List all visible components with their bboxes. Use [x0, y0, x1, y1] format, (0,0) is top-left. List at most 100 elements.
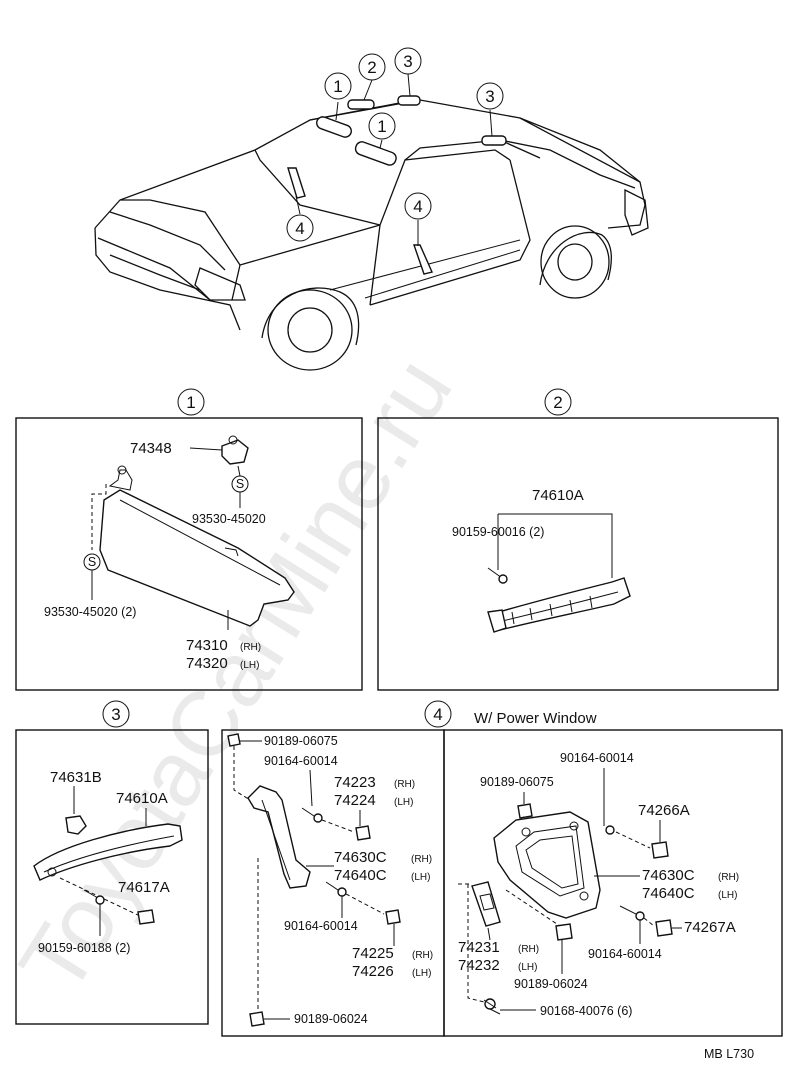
- switch-bezel-74231: [471, 881, 501, 927]
- group-3-box: [15, 729, 209, 1025]
- part-74232: 74232: [458, 957, 500, 974]
- cap-74617A: [137, 909, 155, 925]
- clip-74348: [221, 439, 249, 465]
- part-90159-60016: 90159-60016 (2): [452, 525, 544, 539]
- part-74610A-g3: 74610A: [116, 790, 168, 807]
- overview-callout-2: 2: [358, 53, 386, 81]
- cap-74267A: [655, 919, 673, 937]
- assist-grip-74610A: [490, 577, 631, 631]
- part-90164-60014-l2: 90164-60014: [284, 919, 358, 933]
- part-90189-06024-l: 90189-06024: [294, 1012, 368, 1026]
- part-74226-side: (LH): [412, 968, 431, 979]
- group-2-assist-grip: 2 74610A 90159-60016 (2): [377, 388, 779, 691]
- diagram-code: MB L730: [704, 1047, 754, 1061]
- screw-icon: [337, 887, 347, 897]
- screw-icon: [635, 911, 645, 921]
- assist-grip-74610A-g3: [33, 823, 183, 881]
- group-4-callout: 4: [433, 705, 442, 724]
- group-2-box: [377, 417, 779, 691]
- part-74320: 74320: [186, 655, 228, 672]
- clip-74631B: [65, 815, 87, 835]
- car-illustration: [94, 73, 649, 371]
- group-1-callout: 1: [186, 393, 195, 412]
- overview-callout-3b: 3: [476, 82, 504, 110]
- part-74223: 74223: [334, 774, 376, 791]
- overview-callout-4a: 4: [286, 214, 314, 242]
- overview-callout-1b: 1: [368, 112, 396, 140]
- door-trim-74630C: [493, 811, 601, 919]
- screw-icon: [313, 813, 323, 823]
- part-74224: 74224: [334, 792, 376, 809]
- part-74232-side: (LH): [518, 962, 537, 973]
- screw-icon: [498, 574, 508, 584]
- callout-label: 4: [413, 197, 422, 216]
- group-4-header: W/ Power Window: [474, 710, 597, 727]
- group-2-callout: 2: [553, 393, 562, 412]
- group-4-trim: 4 W/ Power Window 90189-06075 90164-6001…: [221, 700, 783, 1037]
- part-74631B: 74631B: [50, 769, 102, 786]
- cap-74266A: [651, 841, 669, 859]
- part-74640C-l-side: (LH): [411, 872, 430, 883]
- sun-visor-74310: [99, 489, 295, 627]
- clip-90189-06024: [249, 1011, 265, 1027]
- part-74224-side: (LH): [394, 797, 413, 808]
- part-74226: 74226: [352, 963, 394, 980]
- overview-callout-4b: 4: [404, 192, 432, 220]
- part-74348: 74348: [130, 440, 172, 457]
- cap-74223: [355, 825, 371, 841]
- screw-symbol-label: S: [88, 555, 96, 569]
- group-3-assist-grip: 3 74631B 74610A 74617A 90159-60188 (2): [15, 700, 209, 1025]
- part-74610A: 74610A: [532, 487, 584, 504]
- clip-90189-06024-r: [555, 923, 573, 941]
- part-74231: 74231: [458, 939, 500, 956]
- part-90164-60014-r: 90164-60014: [560, 751, 634, 765]
- part-90189-06075-l: 90189-06075: [264, 734, 338, 748]
- part-74640C-l: 74640C: [334, 867, 387, 884]
- part-74223-side: (RH): [394, 779, 415, 790]
- part-74231-side: (RH): [518, 944, 539, 955]
- part-74310-side: (RH): [240, 642, 261, 653]
- part-74225: 74225: [352, 945, 394, 962]
- group-1-sunvisor: 1 74348 S 93530-45020 S 93530-45020 (2) …: [15, 388, 363, 691]
- pillar-garnish-74630C: [247, 785, 311, 889]
- part-90164-60014-r2: 90164-60014: [588, 947, 662, 961]
- part-74640C-r-side: (LH): [718, 890, 737, 901]
- callout-label: 3: [485, 87, 494, 106]
- part-90159-60188: 90159-60188 (2): [38, 941, 130, 955]
- part-74640C-r: 74640C: [642, 885, 695, 902]
- callout-label: 1: [377, 117, 386, 136]
- part-74630C-l: 74630C: [334, 849, 387, 866]
- screw-icon: [605, 825, 615, 835]
- callout-label: 1: [333, 77, 342, 96]
- part-74630C-l-side: (RH): [411, 854, 432, 865]
- screw-symbol-label: S: [236, 477, 244, 491]
- part-90168-40076: 90168-40076 (6): [540, 1004, 632, 1018]
- part-90189-06075-r: 90189-06075: [480, 775, 554, 789]
- screw-icon: [95, 895, 105, 905]
- clip-90189-06075-r: [517, 803, 533, 819]
- group-4-left-box: [221, 729, 445, 1037]
- part-74310: 74310: [186, 637, 228, 654]
- callout-label: 4: [295, 219, 304, 238]
- callout-label: 3: [403, 52, 412, 71]
- callout-label: 2: [367, 58, 376, 77]
- group-1-box: [15, 417, 363, 691]
- part-93530-45020: 93530-45020: [192, 512, 266, 526]
- part-74266A: 74266A: [638, 802, 690, 819]
- part-90164-60014-l: 90164-60014: [264, 754, 338, 768]
- overview-callout-3a: 3: [394, 47, 422, 75]
- group-3-callout: 3: [111, 705, 120, 724]
- part-74320-side: (LH): [240, 660, 259, 671]
- clip-90189-06075: [227, 733, 241, 747]
- part-74630C-r-side: (RH): [718, 872, 739, 883]
- part-74617A: 74617A: [118, 879, 170, 896]
- part-93530-45020-x2: 93530-45020 (2): [44, 605, 136, 619]
- part-74630C-r: 74630C: [642, 867, 695, 884]
- cap-74225: [385, 909, 401, 925]
- group-4-right-box: [443, 729, 783, 1037]
- part-90189-06024-r: 90189-06024: [514, 977, 588, 991]
- part-74267A: 74267A: [684, 919, 736, 936]
- overview-callout-1a: 1: [324, 72, 352, 100]
- part-74225-side: (RH): [412, 950, 433, 961]
